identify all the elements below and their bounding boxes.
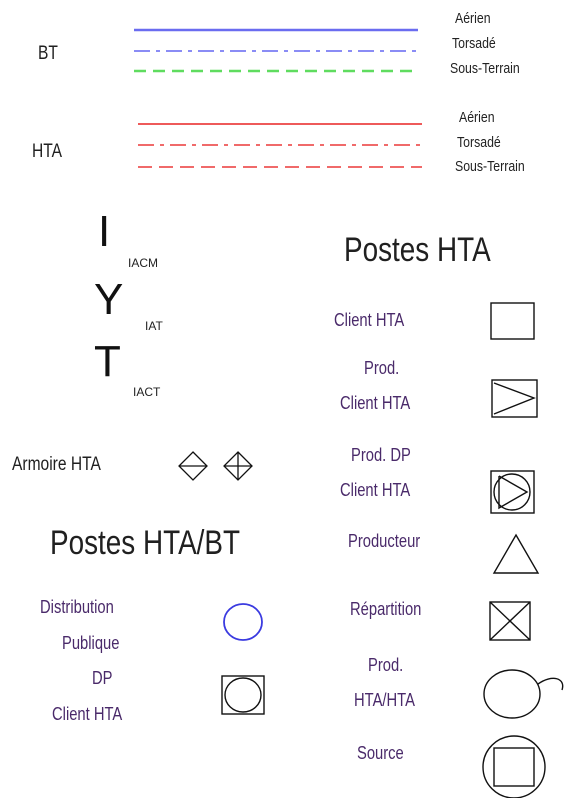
square-circle-icon bbox=[221, 675, 265, 715]
prod-hta-hta-label-2: HTA/HTA bbox=[354, 690, 415, 710]
bt-label: BT bbox=[38, 43, 58, 64]
postes-hta-title: Postes HTA bbox=[344, 231, 491, 269]
armoire-diamond-cross-icon bbox=[223, 451, 253, 481]
dp-client-hta-label: Client HTA bbox=[52, 704, 123, 724]
producteur-label: Producteur bbox=[348, 531, 421, 551]
hta-aerien-label: Aérien bbox=[459, 109, 495, 126]
prod-dp-label-1: Prod. DP bbox=[351, 445, 411, 465]
iact-label: IACT bbox=[133, 385, 161, 399]
armoire-diamond-icon bbox=[178, 451, 208, 481]
distribution-label: Distribution bbox=[40, 597, 114, 617]
prod-dp-label-2: Client HTA bbox=[340, 480, 411, 500]
square-cross-icon bbox=[489, 601, 531, 641]
iact-glyph: T bbox=[94, 337, 121, 386]
triangle-icon bbox=[492, 533, 540, 574]
hta-torsade-label: Torsadé bbox=[457, 134, 501, 151]
bt-aerien-label: Aérien bbox=[455, 10, 491, 27]
circle-square-icon bbox=[482, 735, 546, 798]
iat-glyph: Y bbox=[94, 275, 124, 324]
bt-torsade-label: Torsadé bbox=[452, 35, 496, 52]
client-hta-label: Client HTA bbox=[334, 310, 405, 330]
postes-hta-bt-title: Postes HTA/BT bbox=[50, 524, 241, 562]
prod-client-label-1: Prod. bbox=[364, 358, 400, 378]
square-icon bbox=[490, 302, 535, 340]
blue-circle-icon bbox=[223, 603, 263, 641]
square-triangle-icon bbox=[491, 379, 538, 418]
iacm-label: IACM bbox=[128, 256, 158, 270]
armoire-label: Armoire HTA bbox=[12, 454, 101, 475]
source-label: Source bbox=[357, 743, 404, 763]
hta-sous-terrain-label: Sous-Terrain bbox=[455, 158, 525, 175]
hta-label: HTA bbox=[32, 141, 63, 162]
iacm-glyph: I bbox=[98, 207, 111, 256]
publique-label: Publique bbox=[62, 633, 120, 653]
dp-label: DP bbox=[92, 668, 113, 688]
square-circle-triangle-icon bbox=[490, 470, 535, 514]
iat-label: IAT bbox=[145, 319, 163, 333]
prod-hta-hta-label-1: Prod. bbox=[368, 655, 404, 675]
bt-sous-terrain-label: Sous-Terrain bbox=[450, 60, 520, 77]
circle-loop-icon bbox=[483, 669, 564, 719]
prod-client-label-2: Client HTA bbox=[340, 393, 411, 413]
repartition-label: Répartition bbox=[350, 599, 422, 619]
